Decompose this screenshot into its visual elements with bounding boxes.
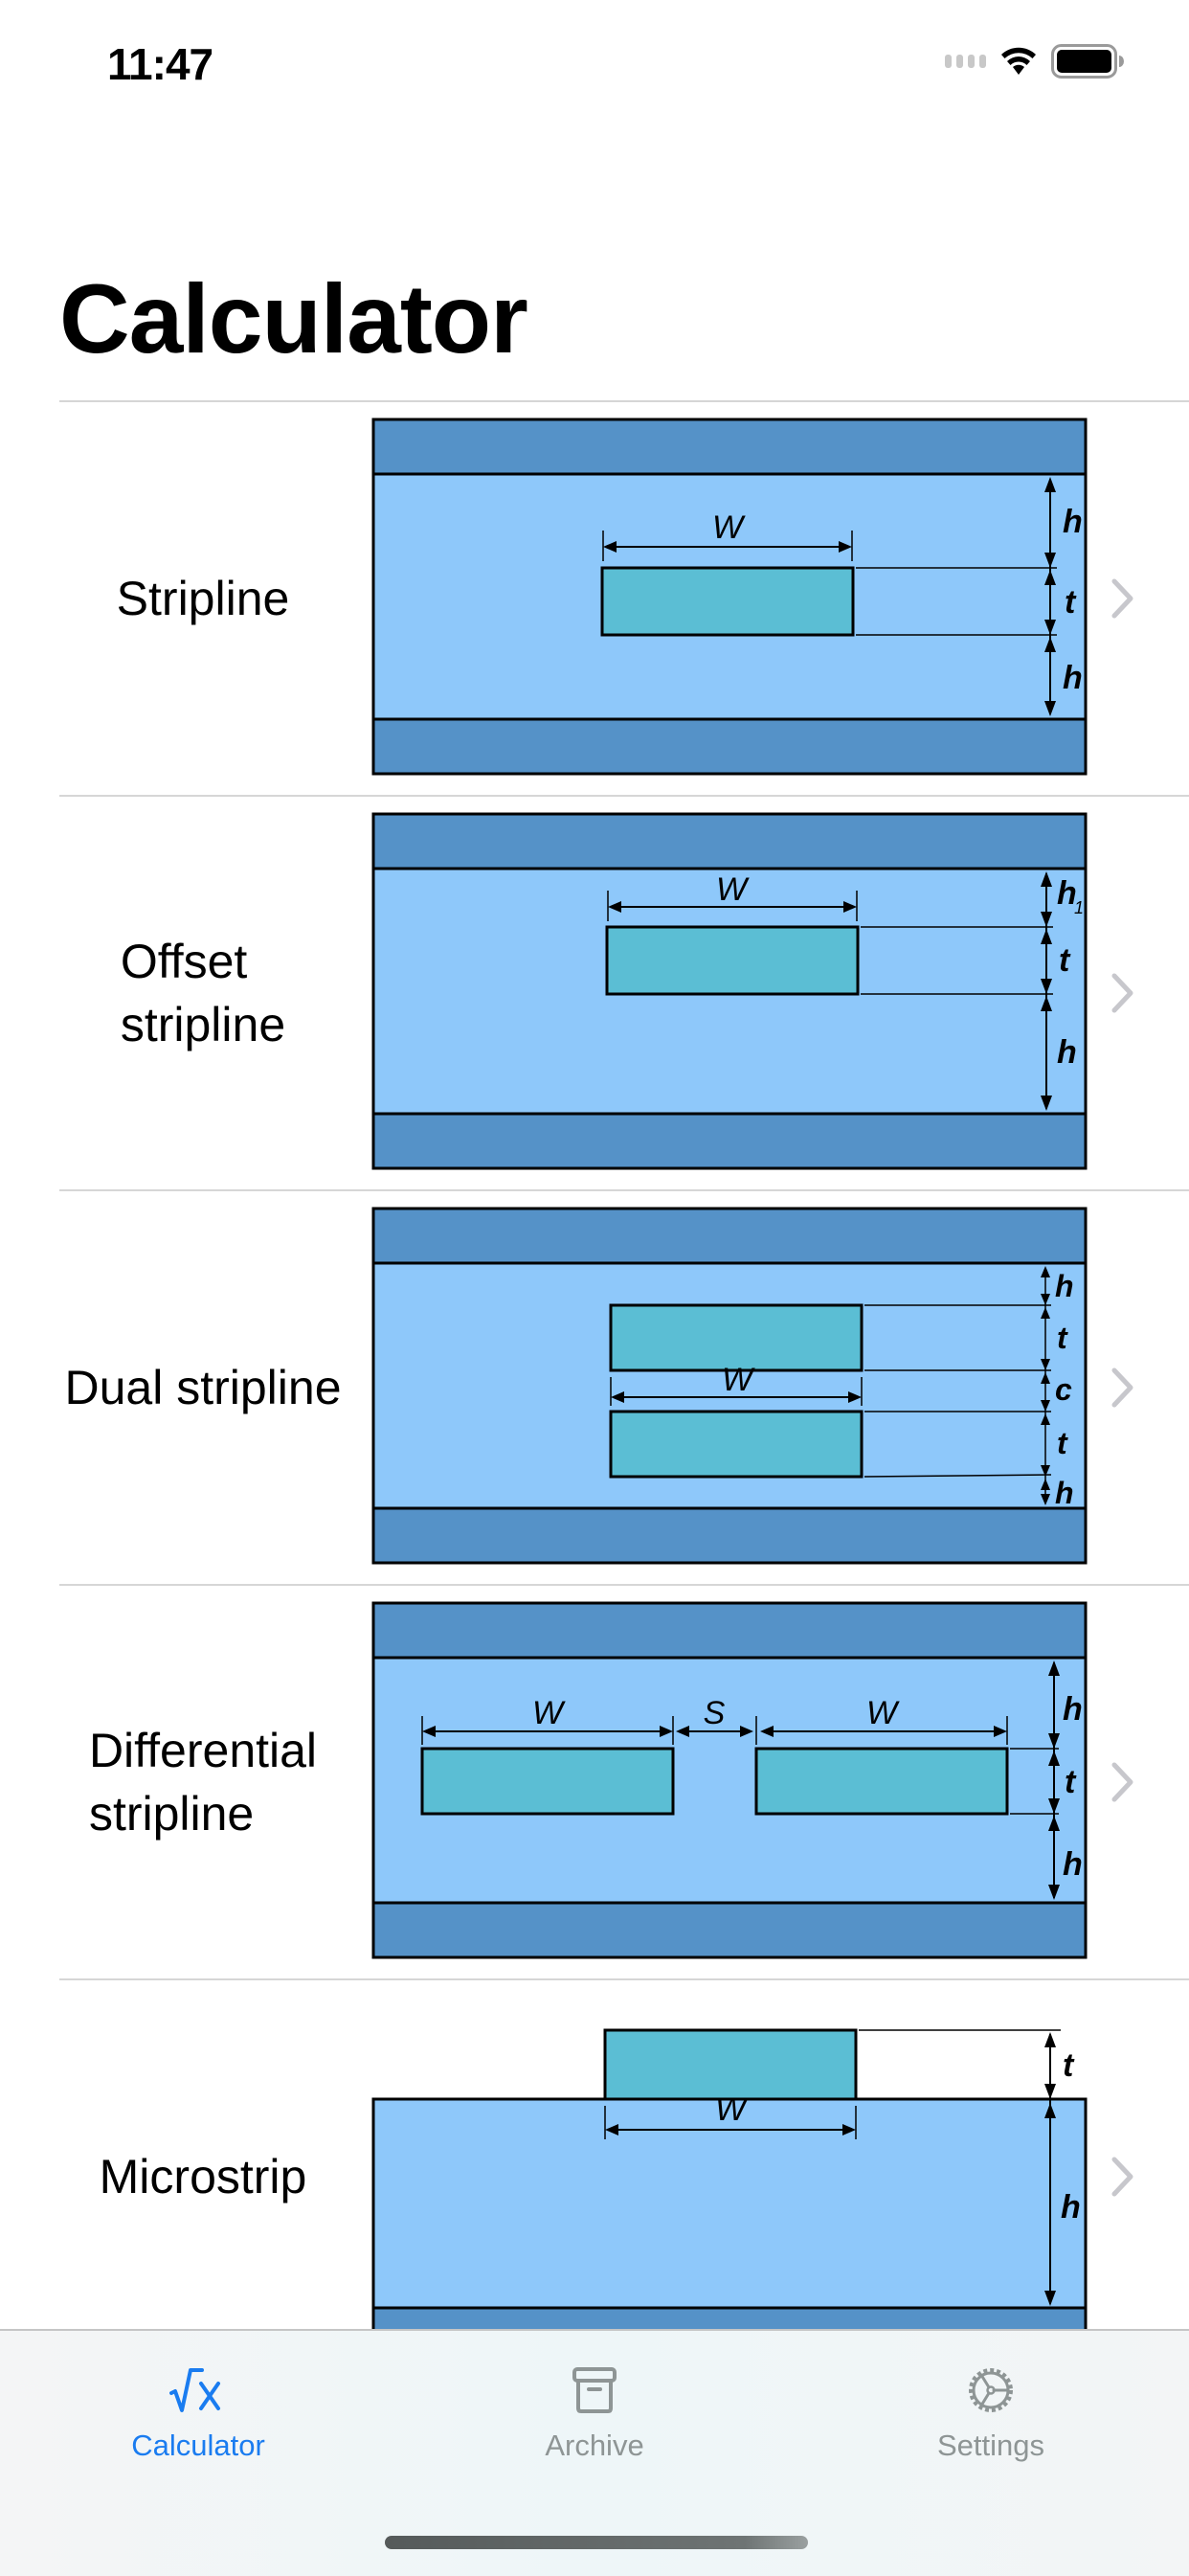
square-root-x-icon bbox=[169, 2360, 227, 2421]
list-divider bbox=[59, 1584, 1189, 1586]
page-title: Calculator bbox=[59, 264, 528, 373]
dim-w: W bbox=[715, 2091, 749, 2128]
dim-h-top: h bbox=[1063, 504, 1083, 540]
dim-h-bottom: h bbox=[1063, 660, 1083, 696]
dim-h1-subscript: 1 bbox=[1074, 898, 1084, 917]
dim-w: W bbox=[712, 509, 746, 546]
chevron-right-icon bbox=[1111, 578, 1133, 619]
dim-w: W bbox=[722, 1362, 755, 1398]
item-label: Microstrip bbox=[99, 2150, 307, 2203]
tab-label: Archive bbox=[545, 2429, 644, 2462]
microstrip-diagram: W t h bbox=[371, 2028, 1088, 2367]
stripline-diagram: W h t h bbox=[371, 418, 1088, 776]
tab-calculator[interactable]: Calculator bbox=[0, 2331, 396, 2494]
item-label: Dual stripline bbox=[64, 1361, 342, 1414]
chevron-right-icon bbox=[1111, 1367, 1133, 1408]
dim-t: t bbox=[1059, 942, 1071, 979]
battery-icon bbox=[1051, 44, 1124, 79]
dim-s: S bbox=[704, 1695, 726, 1731]
dim-t: t bbox=[1065, 584, 1077, 621]
offset-stripline-diagram: W h 1 t h bbox=[371, 812, 1088, 1170]
dim-t-top: t bbox=[1057, 1321, 1068, 1355]
dim-t: t bbox=[1065, 1764, 1077, 1800]
archive-box-icon bbox=[571, 2360, 618, 2421]
dim-h1: h bbox=[1057, 875, 1077, 912]
tab-archive[interactable]: Archive bbox=[396, 2331, 793, 2494]
dim-w-right: W bbox=[866, 1695, 900, 1731]
list-divider bbox=[59, 795, 1189, 797]
list-divider bbox=[59, 400, 1189, 402]
list-item-stripline[interactable]: Stripline W h t h bbox=[0, 402, 1189, 795]
chevron-right-icon bbox=[1111, 2157, 1133, 2197]
chevron-right-icon bbox=[1111, 1762, 1133, 1802]
tab-settings[interactable]: Settings bbox=[793, 2331, 1189, 2494]
tab-bar: Calculator Archive Settings bbox=[0, 2329, 1189, 2576]
dim-h-bottom: h bbox=[1063, 1846, 1083, 1883]
list-item-microstrip[interactable]: Microstrip W t h bbox=[0, 1980, 1189, 2373]
tab-label: Calculator bbox=[131, 2429, 265, 2462]
dim-h-top: h bbox=[1063, 1691, 1083, 1728]
status-time: 11:47 bbox=[107, 39, 213, 89]
list-divider bbox=[59, 1978, 1189, 1980]
cellular-signal-icon bbox=[945, 55, 986, 68]
item-label: Stripline bbox=[116, 572, 290, 625]
differential-stripline-diagram: W S W h t h bbox=[371, 1601, 1088, 1959]
status-bar: 11:47 bbox=[0, 0, 1189, 134]
tab-label: Settings bbox=[936, 2429, 1044, 2462]
home-indicator[interactable] bbox=[385, 2536, 808, 2549]
dual-stripline-diagram: W h t c t h bbox=[371, 1207, 1088, 1565]
wifi-icon bbox=[999, 46, 1038, 77]
dim-h: h bbox=[1061, 2189, 1081, 2226]
list-item-dual-stripline[interactable]: Dual stripline W h t c t h bbox=[0, 1191, 1189, 1584]
dim-w: W bbox=[716, 871, 750, 908]
dim-h-top: h bbox=[1055, 1269, 1074, 1303]
dim-c: c bbox=[1055, 1372, 1072, 1407]
dim-t-bottom: t bbox=[1057, 1426, 1068, 1460]
dim-w-left: W bbox=[532, 1695, 566, 1731]
chevron-right-icon bbox=[1111, 973, 1133, 1013]
dim-h: h bbox=[1057, 1034, 1077, 1071]
status-icons bbox=[945, 44, 1124, 79]
dim-t: t bbox=[1063, 2047, 1075, 2084]
dim-h-bottom: h bbox=[1055, 1476, 1074, 1510]
list-divider bbox=[59, 1189, 1189, 1191]
gear-icon bbox=[963, 2360, 1019, 2421]
